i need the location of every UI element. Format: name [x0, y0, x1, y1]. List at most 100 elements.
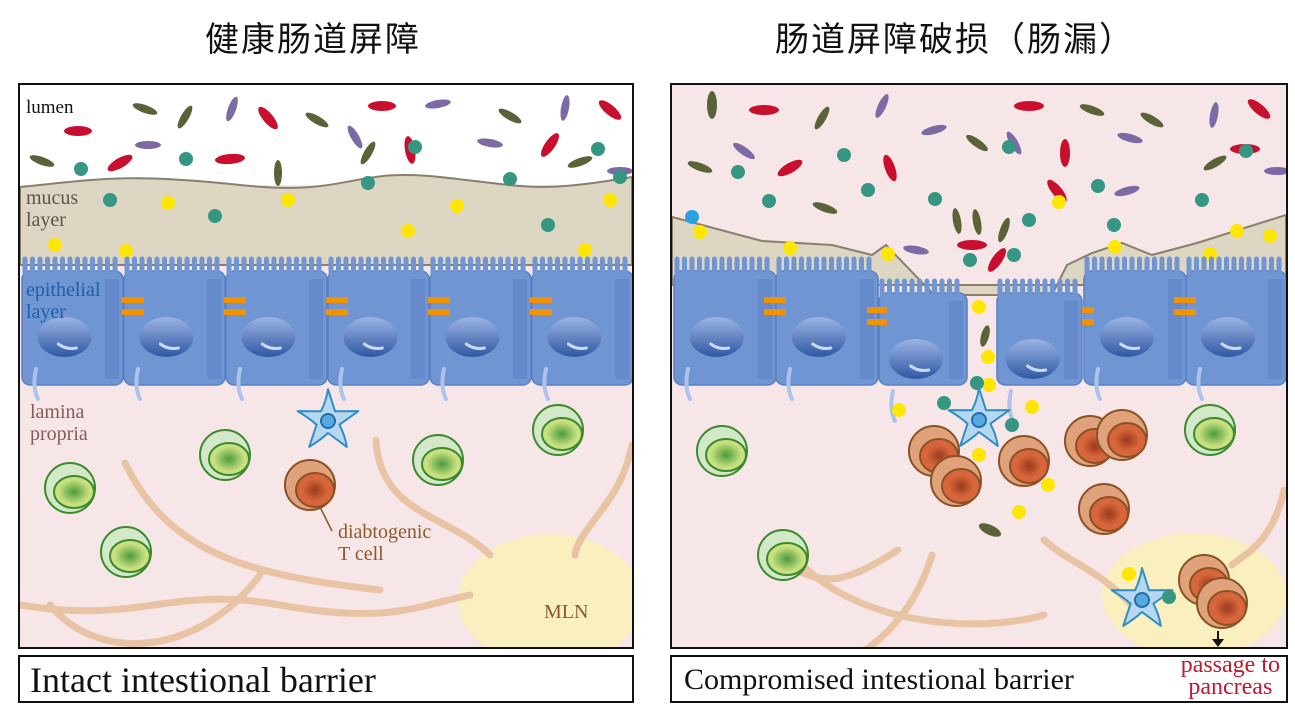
bacteria-icon: [258, 106, 278, 130]
bacteria-icon: [498, 108, 522, 124]
fiber: [121, 459, 384, 594]
dendritic-cell-nucleus: [971, 412, 987, 428]
cell-highlight: [684, 367, 692, 401]
bacteria-icon: [1079, 104, 1105, 116]
bacteria-icon: [903, 245, 929, 255]
immune-cell-icon: [100, 526, 152, 578]
immune-cell-icon: [412, 434, 464, 486]
immune-cell-icon: [44, 462, 96, 514]
label-lamina-propria: lamina propria: [30, 401, 88, 445]
particle-icon: [693, 225, 707, 239]
bacteria-icon: [998, 217, 1010, 243]
microvilli: [1186, 256, 1282, 276]
microvilli: [879, 278, 960, 298]
label-mln: MLN: [544, 601, 589, 623]
particle-icon: [591, 142, 605, 156]
bacteria-icon: [875, 94, 889, 118]
particle-icon: [401, 224, 415, 238]
cell-nucleus: [1005, 339, 1060, 379]
cell-shade: [1064, 301, 1078, 379]
cell-nucleus: [241, 317, 296, 357]
particle-icon: [982, 378, 996, 392]
tight-junction-icon: [326, 297, 348, 315]
cell-highlight: [1094, 367, 1102, 401]
bacteria-icon: [132, 103, 158, 115]
junction-bar: [764, 297, 786, 303]
label-mucus-layer: mucus layer: [26, 187, 78, 231]
particle-icon: [179, 152, 193, 166]
particle-icon: [408, 140, 422, 154]
cell-highlight: [889, 389, 897, 423]
particle-icon: [613, 170, 627, 184]
dendritic-cell-nucleus: [1134, 592, 1150, 608]
cell-highlight: [1007, 389, 1015, 423]
bacteria-icon: [972, 209, 982, 235]
cell-highlight: [32, 367, 40, 401]
bacteria-icon: [987, 248, 1007, 272]
particle-icon: [762, 194, 776, 208]
junction-bar: [326, 297, 348, 303]
tight-junction-icon: [867, 307, 887, 325]
t-cell-icon: [998, 435, 1050, 487]
cell-nucleus: [1201, 317, 1255, 357]
particle-icon: [972, 448, 986, 462]
particle-icon: [881, 247, 895, 261]
label-mucus-line2: layer: [26, 209, 66, 231]
cell-highlight: [786, 367, 794, 401]
mln-lymph-node: [458, 534, 632, 647]
junction-bar: [530, 309, 552, 315]
bacteria-icon: [598, 100, 622, 120]
particle-group: [685, 140, 1277, 267]
particle-icon: [1263, 229, 1277, 243]
label-tcell-line1: diabtogenic: [338, 521, 432, 543]
nucleus-highlight: [1220, 342, 1242, 350]
immune-cell-nucleus: [421, 447, 463, 481]
dendritic-cell-icon: [1110, 567, 1174, 627]
nucleus-highlight: [909, 364, 931, 372]
bacteria-icon: [29, 155, 55, 167]
t-cell-icon: [930, 455, 982, 507]
fiber: [862, 551, 936, 647]
cell-nucleus: [791, 317, 846, 357]
particle-icon: [972, 300, 986, 314]
particle-icon: [1041, 478, 1055, 492]
caption-compromised-text: Compromised intestional barrier: [684, 663, 1074, 696]
tight-junction-icon: [1174, 297, 1196, 315]
nucleus-highlight: [362, 342, 384, 350]
particle-icon: [541, 218, 555, 232]
microvilli: [532, 256, 628, 276]
bacteria-icon: [305, 112, 329, 128]
bacteria-icon: [477, 138, 503, 148]
cell-shade: [105, 279, 119, 379]
cell-highlight: [1196, 367, 1204, 401]
panel-intact-barrier: lumen mucus layer epithelial layer lamin…: [18, 83, 634, 649]
lumen-region: [20, 85, 632, 185]
bacteria-icon: [777, 159, 803, 177]
epithelial-cell: [673, 256, 777, 401]
t-cell-nucleus: [1107, 422, 1147, 458]
bacteria-icon: [733, 142, 755, 160]
particle-icon: [861, 183, 875, 197]
particle-icon: [1002, 140, 1016, 154]
dendritic-cell-nucleus: [320, 413, 336, 429]
immune-cell-nucleus: [53, 475, 95, 509]
nucleus-highlight: [56, 342, 78, 350]
cell-nucleus: [888, 339, 943, 379]
epithelial-cell: [996, 278, 1083, 423]
cell-highlight: [134, 367, 142, 401]
junction-bar: [428, 297, 450, 303]
cell-nucleus: [445, 317, 500, 357]
t-cell-icon: [284, 459, 336, 511]
particle-icon: [603, 193, 617, 207]
particle-icon: [1022, 213, 1036, 227]
epithelial-cell: [21, 256, 124, 401]
junction-bar: [428, 309, 450, 315]
bacteria-icon: [560, 95, 570, 121]
epithelial-cell: [1083, 256, 1187, 401]
bacteria-icon: [1060, 139, 1070, 167]
bacteria-icon: [226, 96, 238, 122]
label-epithelial-line2: layer: [26, 301, 66, 323]
particle-icon: [1007, 248, 1021, 262]
label-lumen: lumen: [26, 97, 74, 118]
microvilli: [674, 256, 770, 276]
